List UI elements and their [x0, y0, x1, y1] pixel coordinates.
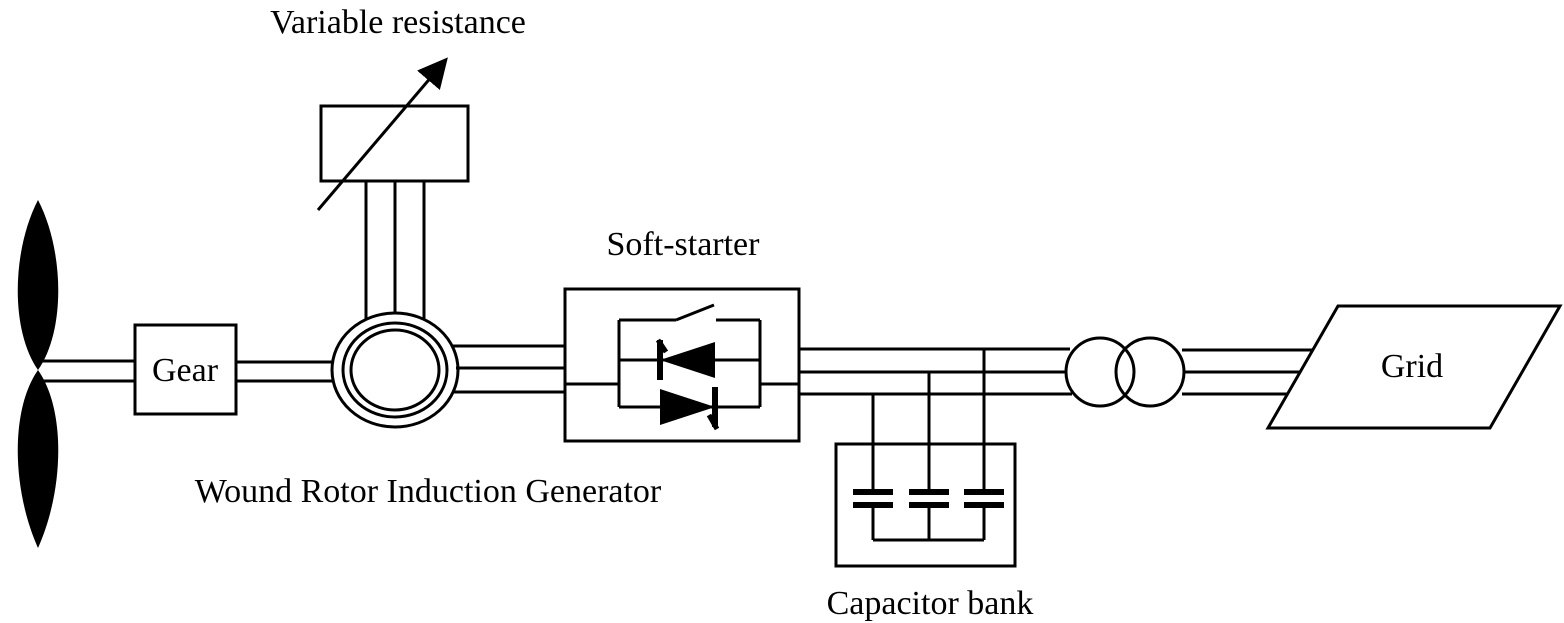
- gear-box: [133, 323, 238, 416]
- grid-box: [1265, 304, 1563, 430]
- generator-label: Wound Rotor Induction Generator: [195, 473, 662, 510]
- turbine-blades-icon: [17, 200, 59, 548]
- generator-icon: [330, 311, 460, 429]
- high-speed-shaft: [236, 360, 335, 383]
- thyristor-left-icon: [655, 338, 715, 380]
- capacitor-bank-label: Capacitor bank: [827, 585, 1034, 622]
- stator-lines: [452, 344, 565, 394]
- rotor-leads: [364, 181, 426, 334]
- grid-label: Grid: [1381, 348, 1443, 385]
- capacitor-icon: [853, 489, 1004, 542]
- thyristor-right-icon: [660, 387, 720, 431]
- transmission-lines: [1182, 348, 1314, 396]
- variable-resistance-box: [319, 104, 470, 183]
- soft-starter-label: Soft-starter: [607, 226, 761, 263]
- variable-resistance-label: Variable resistance: [270, 4, 526, 41]
- low-speed-shaft: [40, 359, 135, 383]
- variable-resistance-arrow-icon: [316, 57, 448, 211]
- gear-label: Gear: [152, 352, 219, 389]
- grid-side-lines: [799, 347, 1072, 396]
- transformer-icon: [1064, 336, 1186, 408]
